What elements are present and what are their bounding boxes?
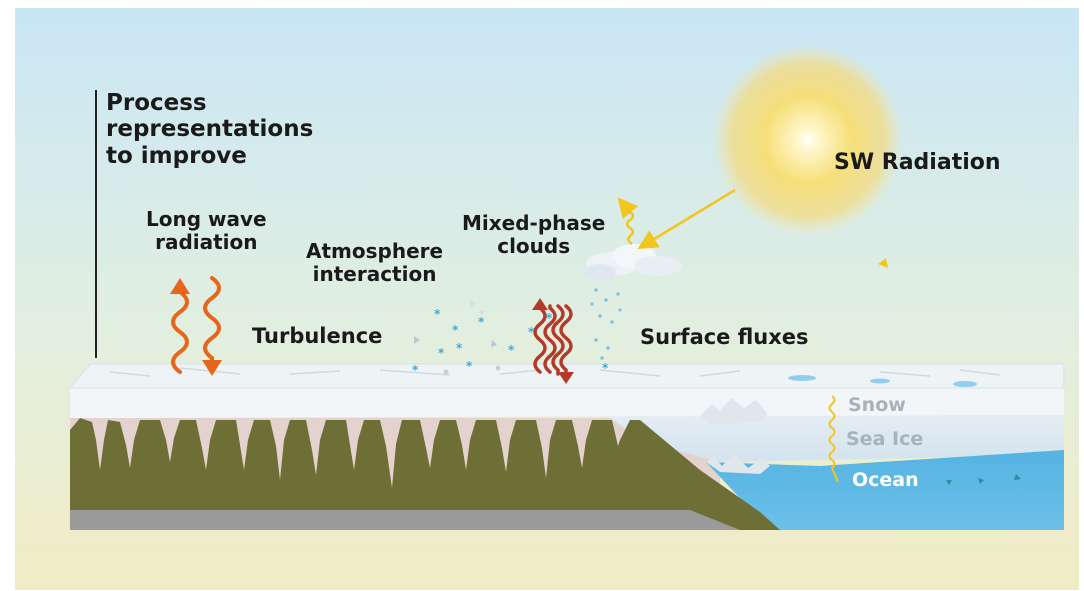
longwave-up-arrow <box>171 288 189 374</box>
sun <box>712 44 904 236</box>
svg-text:*: * <box>602 361 609 375</box>
atmosphere-label-line-1: Atmosphere <box>306 239 444 263</box>
svg-text:*: * <box>478 315 485 329</box>
sw-far-arrow <box>878 258 888 268</box>
ice-particles: * * * * * * * * * * * <box>412 307 609 377</box>
land <box>70 418 780 530</box>
aerosol-particles <box>414 300 501 375</box>
melt-pond <box>870 378 890 384</box>
title-line-1: Process <box>106 90 207 116</box>
ice-ridge <box>700 398 768 424</box>
longwave-down-head <box>202 360 222 376</box>
svg-text:*: * <box>508 343 515 357</box>
snow-layer-label: Snow <box>848 394 906 416</box>
ocean <box>706 450 1064 530</box>
sw-radiation-label: SW Radiation <box>834 150 1001 175</box>
ocean-layer-label: Ocean <box>852 469 919 491</box>
cloud-precip-dots <box>590 288 622 360</box>
ocean-particles <box>946 474 1021 485</box>
svg-text:*: * <box>546 311 553 325</box>
page-title: Process representations to improve <box>106 90 313 169</box>
svg-text:*: * <box>434 307 441 321</box>
svg-text:*: * <box>438 346 445 360</box>
melt-pond <box>953 381 977 387</box>
mixed-phase-label-line-2: clouds <box>497 234 571 258</box>
melt-pond <box>788 375 816 381</box>
longwave-label-line-2: radiation <box>155 230 258 254</box>
longwave-label: Long wave radiation <box>146 208 267 254</box>
mixed-phase-cloud <box>584 244 682 280</box>
snow-penetration-arrow <box>828 395 839 483</box>
snow-layer <box>70 388 1064 418</box>
sw-reflected-arrow <box>617 197 639 246</box>
svg-text:*: * <box>412 363 419 377</box>
longwave-up-head <box>170 278 190 294</box>
svg-text:*: * <box>456 341 463 355</box>
bedrock <box>70 510 740 530</box>
svg-text:*: * <box>466 359 473 373</box>
mixed-phase-label: Mixed-phase clouds <box>462 212 605 258</box>
turbulence-label: Turbulence <box>252 324 383 348</box>
longwave-label-line-1: Long wave <box>146 207 267 231</box>
atmosphere-label: Atmosphere interaction <box>306 240 443 286</box>
atmosphere-label-line-2: interaction <box>312 262 437 286</box>
turbulence-head-down <box>558 372 574 384</box>
mixed-phase-label-line-1: Mixed-phase <box>462 211 606 235</box>
turbulence-arrows <box>533 304 573 376</box>
title-line-3: to improve <box>106 142 247 169</box>
sw-incoming-arrow <box>637 188 736 250</box>
sea-ice-layer-label: Sea Ice <box>846 428 924 450</box>
title-line-2: representations <box>106 116 314 143</box>
ice-keel <box>706 454 770 474</box>
svg-text:*: * <box>452 323 459 337</box>
longwave-down-arrow <box>203 276 221 364</box>
surface-fluxes-label: Surface fluxes <box>640 325 809 349</box>
svg-text:*: * <box>528 325 535 339</box>
turbulence-head-up <box>532 298 548 310</box>
